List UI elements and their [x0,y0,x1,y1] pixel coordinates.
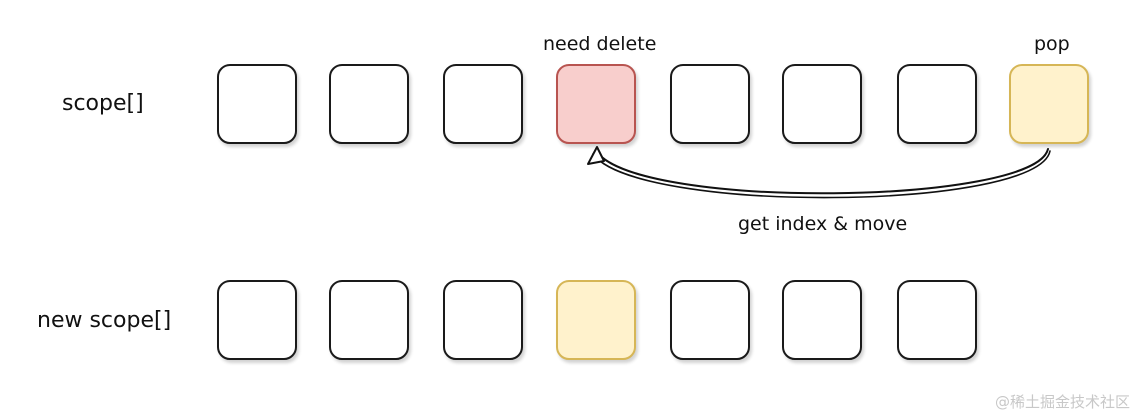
scope-cell [897,64,977,144]
arrow-head-icon [587,146,605,165]
scope-cell-need-delete [556,64,636,144]
scope-cell [329,64,409,144]
new-scope-cell-moved [556,280,636,360]
need-delete-label: need delete [543,33,657,55]
scope-cell [670,64,750,144]
pop-label: pop [1034,33,1070,55]
new-scope-cell [329,280,409,360]
new-scope-cell [217,280,297,360]
move-label: get index & move [738,213,908,235]
scope-cell [782,64,862,144]
scope-cell-pop [1009,64,1089,144]
new-scope-cell [443,280,523,360]
new-scope-cell [670,280,750,360]
scope-label: scope[] [62,91,144,116]
new-scope-label: new scope[] [37,308,172,333]
new-scope-cell [782,280,862,360]
new-scope-cell [897,280,977,360]
move-arrow-curve-a [596,148,1049,195]
scope-cell [443,64,523,144]
move-arrow-curve-b [592,150,1051,199]
watermark: @稀土掘金技术社区 [994,393,1130,411]
scope-cell [217,64,297,144]
